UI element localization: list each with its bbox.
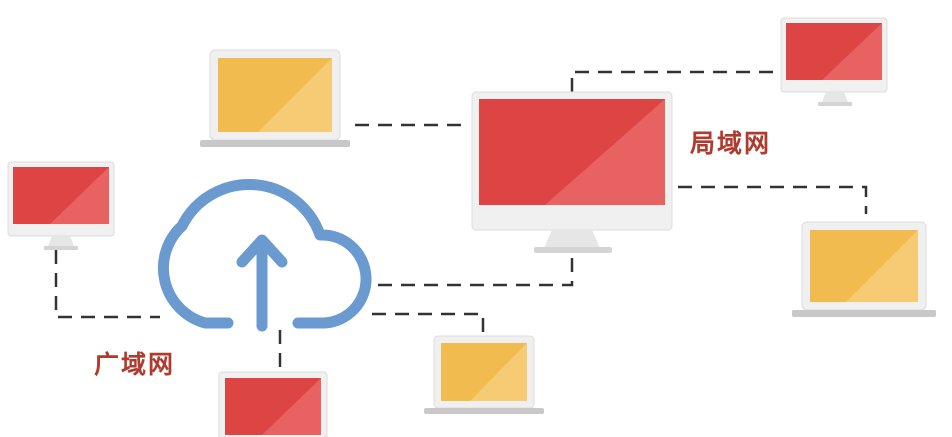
lan-label: 局域网 (690, 129, 771, 158)
desktop-monitor-icon (780, 17, 888, 106)
laptop-icon (792, 221, 936, 317)
link-cloud-to-laptop-bottom (372, 312, 485, 336)
connections (54, 70, 868, 372)
link-lan-to-monitor-top-right (570, 70, 780, 92)
desktop-monitor-icon (218, 371, 328, 437)
cloud-upload-icon (157, 179, 372, 332)
desktop-monitor-icon (7, 161, 115, 250)
desktop-monitor-icon (471, 91, 673, 253)
link-lan-to-laptop-right (678, 185, 868, 214)
laptop-icon (200, 49, 350, 147)
laptop-icon (424, 335, 544, 414)
link-lan-to-cloud (372, 258, 574, 287)
link-cloud-to-monitor-left (54, 250, 160, 319)
wan-label: 广域网 (94, 350, 175, 379)
